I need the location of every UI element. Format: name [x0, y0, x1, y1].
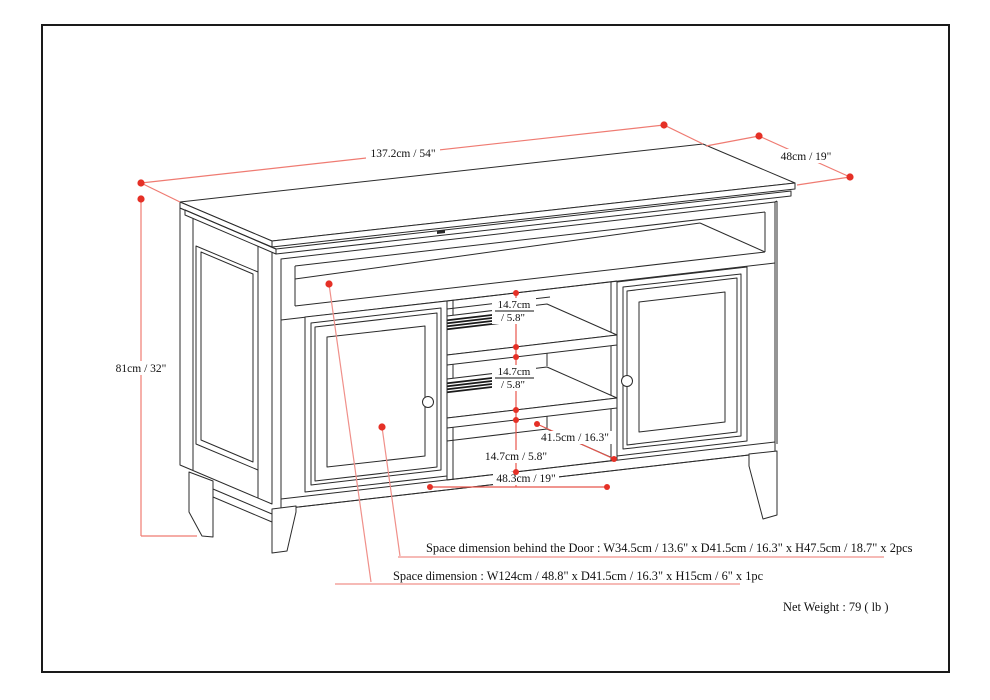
legs-left	[188, 471, 273, 538]
tv-stand-drawing	[179, 143, 796, 554]
shelf-gap-top-label-cm: 14.7cm	[498, 299, 531, 311]
left-door	[304, 300, 448, 493]
tabletop	[179, 143, 796, 255]
leader-lines	[328, 283, 884, 585]
shelf-gap-bottom-label: 14.7cm / 5.8"	[485, 451, 547, 463]
shelf-gap-mid-label-in: / 5.8"	[501, 379, 525, 391]
dimension-dots	[137, 121, 854, 490]
dim-width-label: 137.2cm / 54"	[370, 148, 435, 160]
left-door-knob	[422, 396, 434, 408]
interior-width-label: 48.3cm / 19"	[496, 473, 555, 485]
legs-front	[271, 450, 778, 554]
shelf-upper	[440, 303, 618, 366]
interior-depth-label: 41.5cm / 16.3"	[541, 432, 609, 444]
dim-depth-label: 48cm / 19"	[781, 151, 832, 163]
notes-block: Space dimension behind the Door : W34.5c…	[393, 541, 913, 614]
left-side-panel	[179, 207, 273, 505]
label-underlines	[495, 310, 534, 379]
dim-height-label: 81cm / 32"	[116, 363, 167, 375]
right-door	[616, 266, 748, 457]
shelf-gap-mid-label-cm: 14.7cm	[498, 366, 531, 378]
shelf-gap-top-label-in: / 5.8"	[501, 312, 525, 324]
right-door-knob	[621, 375, 633, 387]
net-weight-label: Net Weight : 79 ( lb )	[783, 600, 888, 614]
cable-notch	[437, 230, 445, 234]
dimension-annotations: 137.2cm / 54" 48cm / 19" 81cm / 32" 14.7…	[113, 121, 884, 585]
note-open-space: Space dimension : W124cm / 48.8" x D41.5…	[393, 569, 764, 583]
shelf-lower	[440, 366, 618, 429]
note-behind-door: Space dimension behind the Door : W34.5c…	[426, 541, 913, 555]
